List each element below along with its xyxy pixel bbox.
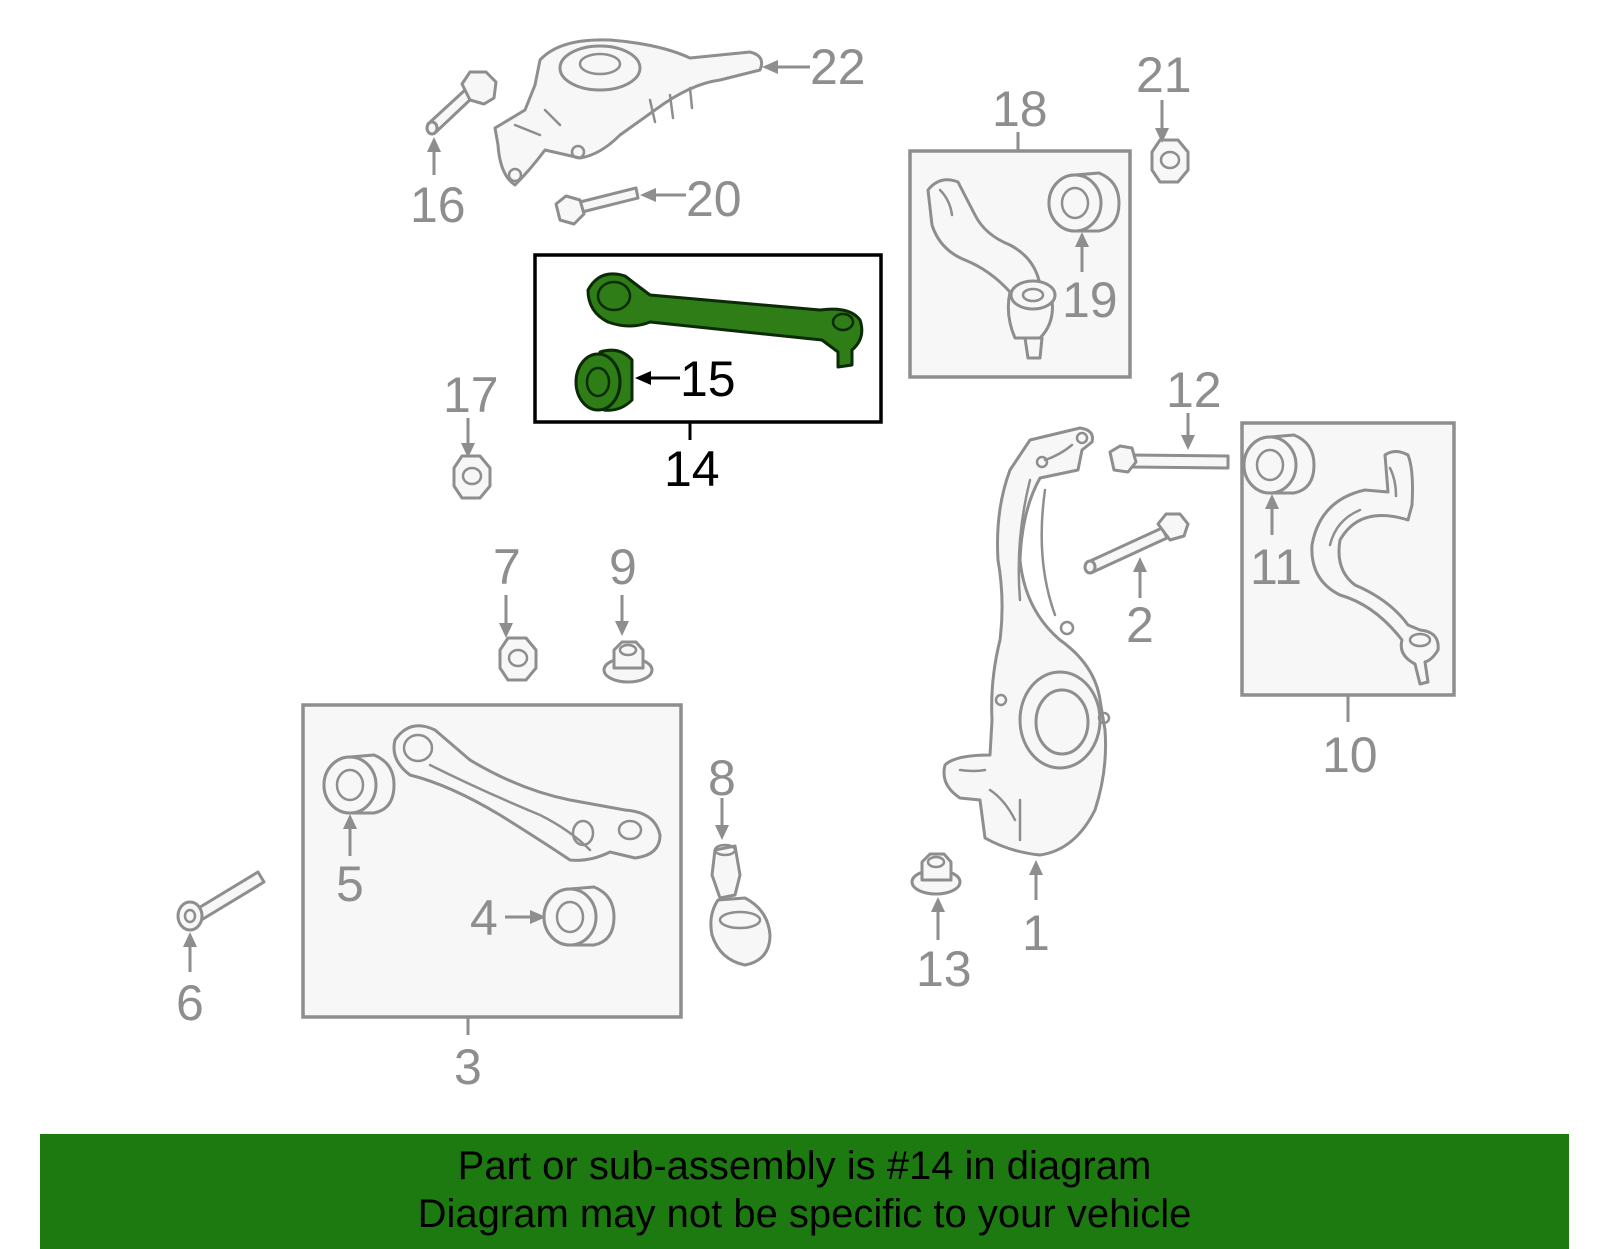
callout-14: 14 xyxy=(664,441,720,497)
bolt-part-12 xyxy=(1108,444,1230,474)
bushing-part-11 xyxy=(1242,433,1316,495)
callout-6: 6 xyxy=(176,975,204,1031)
callout-16: 16 xyxy=(410,177,466,233)
flange-nut-part-13 xyxy=(910,852,962,896)
bushing-part-19 xyxy=(1047,171,1121,233)
control-arm-part-14-highlighted xyxy=(586,272,864,369)
nut-part-7 xyxy=(498,636,538,682)
flange-nut-part-9 xyxy=(602,640,654,684)
callout-8: 8 xyxy=(708,750,736,806)
banner-line-2: Diagram may not be specific to your vehi… xyxy=(417,1192,1192,1236)
callout-7: 7 xyxy=(493,539,521,595)
knuckle-part-1 xyxy=(942,426,1111,857)
ball-joint-part-8 xyxy=(709,843,772,967)
callout-5: 5 xyxy=(336,856,364,912)
callout-21: 21 xyxy=(1136,47,1192,103)
callout-1: 1 xyxy=(1022,905,1050,961)
callout-15: 15 xyxy=(680,351,736,407)
callout-20: 20 xyxy=(686,171,742,227)
lower-arm-part-3 xyxy=(392,724,662,862)
callout-4: 4 xyxy=(470,890,498,946)
bolt-part-6 xyxy=(176,870,266,932)
bolt-part-2 xyxy=(1083,512,1190,575)
callout-3: 3 xyxy=(454,1039,482,1095)
bushing-part-15-highlighted xyxy=(574,348,634,412)
callout-11: 11 xyxy=(1250,539,1302,595)
info-banner: Part or sub-assembly is #14 in diagram D… xyxy=(40,1134,1569,1249)
callout-22: 22 xyxy=(810,39,866,95)
banner-line-1: Part or sub-assembly is #14 in diagram xyxy=(457,1144,1152,1188)
upper-arm-part-10 xyxy=(1310,450,1440,686)
bolt-part-20 xyxy=(554,186,640,226)
bolt-part-16 xyxy=(425,70,498,136)
subframe-bracket-part-22 xyxy=(493,38,764,187)
nut-part-17 xyxy=(452,454,492,500)
bushing-part-5 xyxy=(322,753,396,815)
callout-17: 17 xyxy=(443,367,499,423)
bushing-part-4 xyxy=(542,885,616,947)
upper-arm-part-18 xyxy=(926,178,1057,360)
callout-18: 18 xyxy=(992,81,1048,137)
callout-12: 12 xyxy=(1166,362,1222,418)
callout-2: 2 xyxy=(1126,597,1154,653)
nut-part-21 xyxy=(1150,138,1190,184)
callout-10: 10 xyxy=(1322,727,1378,783)
callout-13: 13 xyxy=(916,941,972,997)
callout-9: 9 xyxy=(609,539,637,595)
callout-19: 19 xyxy=(1062,272,1118,328)
